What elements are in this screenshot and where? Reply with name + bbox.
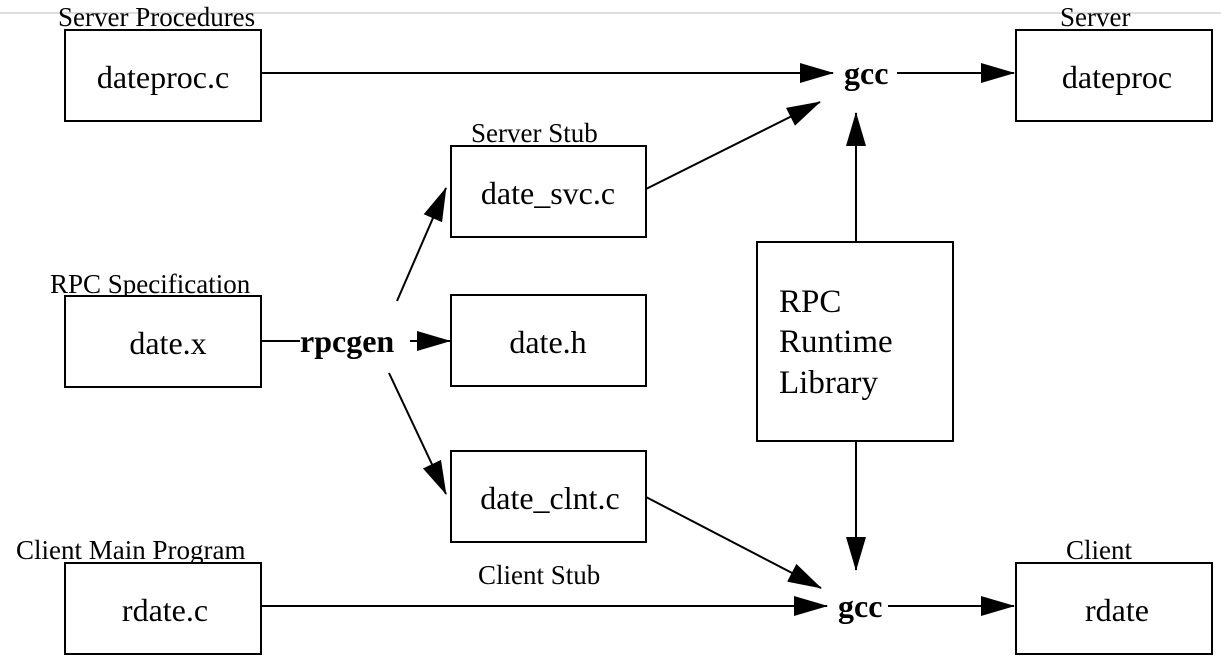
arrow-date-clnt-c-to-gcc	[645, 496, 822, 589]
box-date-svc-c: date_svc.c	[450, 145, 647, 238]
box-dateproc-c-label: dateproc.c	[97, 59, 229, 95]
caption-client: Client	[1066, 535, 1132, 565]
caption-server-stub: Server Stub	[471, 118, 598, 148]
arrow-rpcgen-to-date-svc-c	[396, 187, 447, 302]
caption-server: Server	[1060, 2, 1130, 32]
box-date-h: date.h	[450, 294, 647, 387]
box-date-clnt-c: date_clnt.c	[450, 450, 647, 543]
library-line-1: RPC	[779, 284, 841, 320]
box-date-h-label: date.h	[509, 324, 586, 360]
tool-gcc-client: gcc	[838, 588, 882, 624]
library-line-2: Runtime	[779, 324, 893, 360]
box-dateproc-label: dateproc	[1062, 59, 1172, 95]
box-date-x-label: date.x	[129, 325, 206, 361]
box-rdate: rdate	[1015, 562, 1213, 655]
box-rpc-runtime-library: RPC Runtime Library	[756, 241, 954, 442]
caption-client-main-program: Client Main Program	[16, 535, 245, 565]
box-dateproc-c: dateproc.c	[64, 29, 262, 122]
box-date-svc-c-label: date_svc.c	[481, 175, 615, 211]
tool-gcc-server: gcc	[844, 55, 888, 91]
arrow-rpcgen-to-date-clnt-c	[388, 372, 447, 495]
box-dateproc: dateproc	[1015, 29, 1213, 122]
arrow-date-svc-c-to-gcc	[645, 101, 821, 190]
tool-rpcgen: rpcgen	[300, 323, 394, 359]
box-date-x: date.x	[64, 295, 262, 388]
box-date-clnt-c-label: date_clnt.c	[480, 480, 619, 516]
caption-rpc-specification: RPC Specification	[50, 269, 251, 299]
caption-server-procedures: Server Procedures	[58, 2, 255, 32]
caption-client-stub: Client Stub	[478, 560, 600, 590]
library-line-3: Library	[779, 365, 878, 401]
box-rdate-label: rdate	[1085, 592, 1149, 628]
box-rdate-c: rdate.c	[64, 562, 262, 655]
box-rdate-c-label: rdate.c	[122, 592, 208, 628]
